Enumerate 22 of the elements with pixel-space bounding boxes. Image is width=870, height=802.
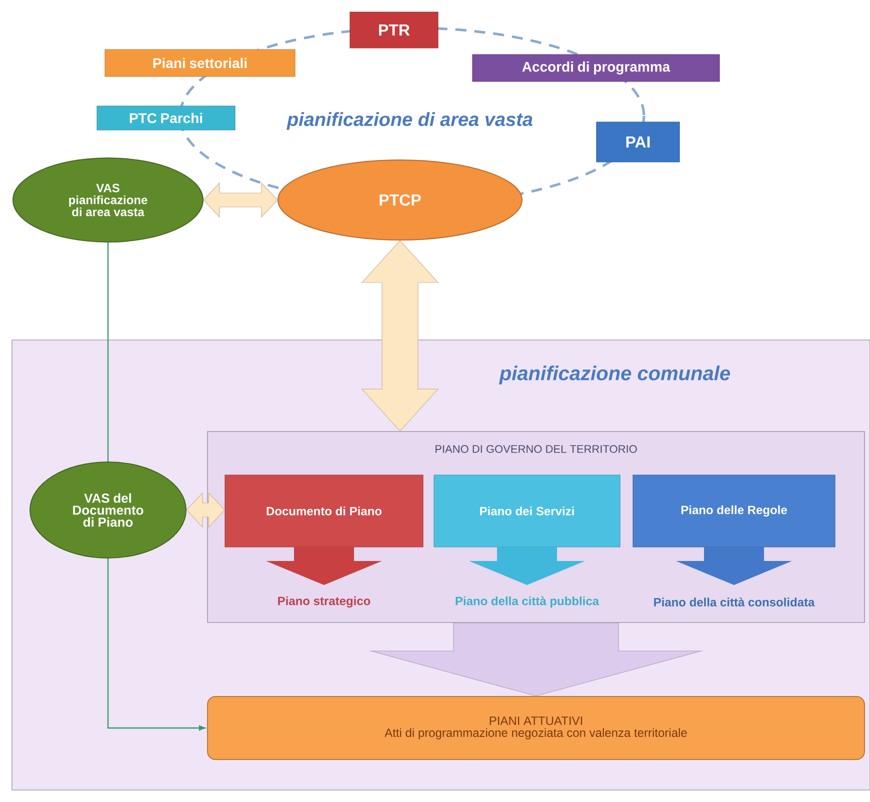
block-arrow xyxy=(186,492,226,528)
ellipse-node: PTCP xyxy=(278,160,522,240)
connector-line xyxy=(107,242,109,462)
label-box: PTC Parchi xyxy=(96,106,236,130)
block-arrow xyxy=(368,622,704,696)
process-box: Documento di Piano xyxy=(224,474,424,548)
block-arrow xyxy=(203,182,278,218)
section-title: pianificazione di area vasta xyxy=(286,112,532,130)
block-arrow xyxy=(361,240,439,432)
process-box: Piano dei Servizi xyxy=(434,474,620,548)
caption-text: Piano della città pubblica xyxy=(456,596,600,608)
process-box: Piano delle Regole xyxy=(632,474,836,548)
caption-text: Piano della città consolidata xyxy=(654,598,815,606)
caption-text: Piano strategico xyxy=(278,596,370,608)
label-box: Piani settoriali xyxy=(104,49,296,77)
ellipse-node: VAS del Documento di Piano xyxy=(30,462,186,558)
label-box: PTR xyxy=(350,12,438,48)
process-box: PIANI ATTUATIVI Atti di programmazione negoziata con valenza territoriale xyxy=(207,696,865,760)
label-box: Accordi di programma xyxy=(472,54,720,82)
label-box: PAI xyxy=(596,122,680,162)
ellipse-node: VAS pianificazione di area vasta xyxy=(12,158,204,242)
arrow xyxy=(107,558,206,731)
